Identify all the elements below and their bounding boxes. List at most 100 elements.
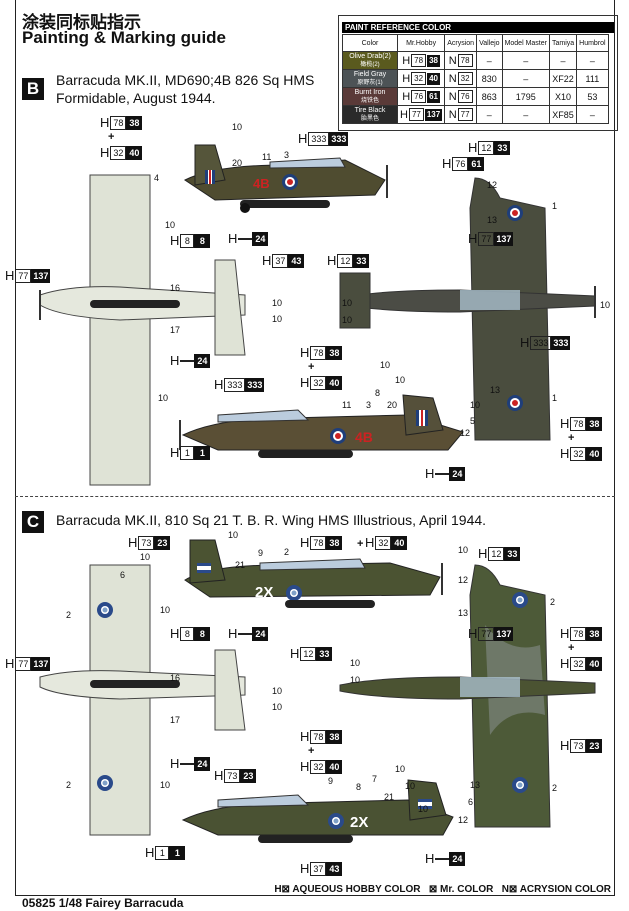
plus-sign: + <box>568 432 575 444</box>
decal-number: 10 <box>342 298 353 308</box>
decal-number: 20 <box>232 158 243 168</box>
hobby-code: 333 <box>308 132 330 146</box>
decal-number: 13 <box>490 385 501 395</box>
paint-table-frame <box>338 15 618 131</box>
plus-sign: + <box>357 538 364 550</box>
hobby-code: 76 <box>452 157 469 171</box>
mr-color-code: 43 <box>326 862 343 876</box>
title-chinese: 涂装同标贴指示 <box>22 13 141 32</box>
hobby-code: 12 <box>300 647 317 661</box>
color-name: Field Gray <box>353 70 387 78</box>
decal-number: 10 <box>470 400 481 410</box>
mr-color-code: 8 <box>194 627 211 641</box>
decal-number: 10 <box>160 605 171 615</box>
decal-number: 12 <box>458 575 469 585</box>
decal-number: 11 <box>262 152 272 162</box>
decal-number: 4 <box>154 173 160 183</box>
decal-number: 10 <box>405 781 416 791</box>
hobby-code <box>238 633 253 635</box>
underside-view-c <box>39 564 246 836</box>
mr-color-code: 23 <box>586 739 603 753</box>
decal-number: 9 <box>328 776 334 786</box>
decal-number: 2 <box>550 597 556 607</box>
mr-color-code: 24 <box>194 757 211 771</box>
plus-sign: + <box>108 131 115 143</box>
decal-number: 13 <box>458 608 469 618</box>
decal-number: 1 <box>552 393 558 403</box>
mr-color-code: 137 <box>31 269 51 283</box>
decal-number: 10 <box>458 545 469 555</box>
mr-color-code: 38 <box>126 116 143 130</box>
hobby-code: 32 <box>375 536 392 550</box>
title-english: Painting & Marking guide <box>22 28 227 47</box>
decal-number: 13 <box>470 780 481 790</box>
fuselage-code-c-lower: 2X <box>350 814 368 831</box>
decal-number: 11 <box>342 400 352 410</box>
hobby-code: 78 <box>310 346 327 360</box>
hobby-code: 32 <box>570 657 587 671</box>
hobby-code: 78 <box>570 417 587 431</box>
hobby-code: 32 <box>110 146 127 160</box>
mr-color-code: 24 <box>449 852 466 866</box>
hobby-code: 12 <box>337 254 354 268</box>
hobby-code: 77 <box>15 269 32 283</box>
decal-number: 21 <box>235 560 246 570</box>
color-name: Burnt Iron <box>354 88 386 96</box>
mr-color-code: 24 <box>449 467 466 481</box>
side-view-c-lower: 2X <box>181 779 454 843</box>
decal-number: 2 <box>552 783 558 793</box>
product-footer: 05825 1/48 Fairey Barracuda <box>22 896 184 910</box>
hobby-code <box>435 473 450 475</box>
hobby-code <box>180 763 195 765</box>
section-divider <box>15 496 615 497</box>
mr-color-code: 38 <box>326 730 343 744</box>
color-swatch: Olive Drab(2)橄榄(2) <box>342 51 398 70</box>
section-b-badge: B <box>22 78 44 100</box>
hobby-code: 77 <box>15 657 32 671</box>
mr-color-code: 33 <box>494 141 511 155</box>
mr-color-code: 1 <box>169 846 186 860</box>
decal-number: 6 <box>468 797 474 807</box>
mr-color-code: 33 <box>353 254 370 268</box>
mr-color-code: 38 <box>586 627 603 641</box>
decal-number: 10 <box>418 804 429 814</box>
decal-number: 10 <box>158 393 169 403</box>
color-legend: H⊠ AQUEOUS HOBBY COLOR ⊠ Mr. COLOR N⊠ AC… <box>274 884 611 895</box>
hobby-code: 37 <box>310 862 327 876</box>
decal-number: 12 <box>460 428 471 438</box>
plus-sign: + <box>308 745 315 757</box>
side-view-c-upper: 2X <box>184 539 443 608</box>
decal-number: 10 <box>600 300 611 310</box>
legend-hobby: H⊠ AQUEOUS HOBBY COLOR <box>274 884 421 895</box>
decal-number: 12 <box>487 180 498 190</box>
decal-number: 2 <box>66 610 72 620</box>
mr-color-code: 333 <box>329 132 349 146</box>
decal-number: 10 <box>272 686 283 696</box>
hobby-code <box>238 238 253 240</box>
mr-color-code: 40 <box>326 376 343 390</box>
mr-color-code: 61 <box>468 157 485 171</box>
